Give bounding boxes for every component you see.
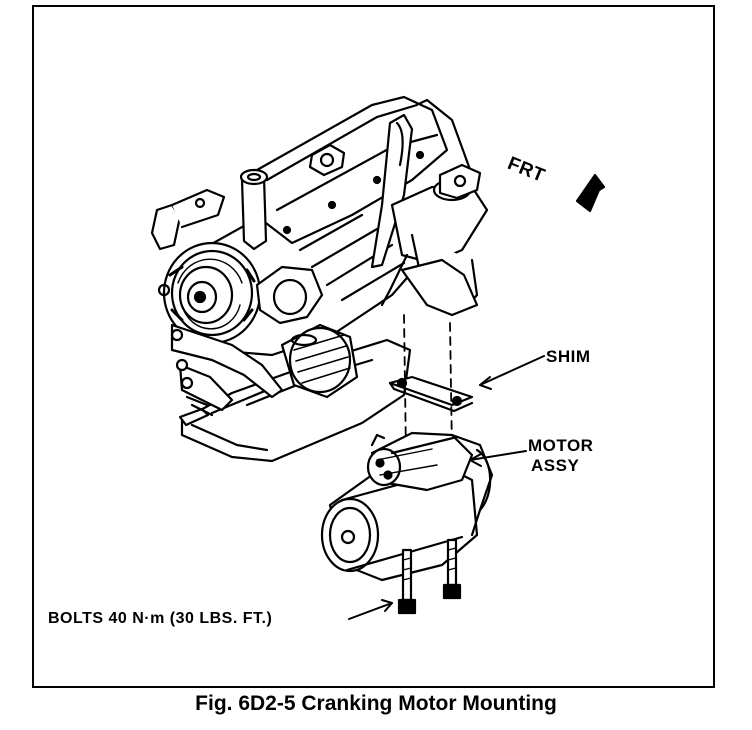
- oil-filter: [280, 323, 359, 399]
- motor-assy-label: MOTOR ASSY: [528, 436, 593, 476]
- leader-lines: [348, 355, 545, 620]
- front-brackets: [157, 283, 284, 417]
- crank-pulley: [162, 241, 324, 345]
- motor-label-line2: ASSY: [531, 456, 580, 475]
- bolts-torque-label: BOLTS 40 N·m (30 LBS. FT.): [48, 610, 273, 627]
- cranking-motor: [320, 431, 494, 582]
- motor-label-line1: MOTOR: [528, 436, 594, 455]
- figure-caption: Fig. 6D2-5 Cranking Motor Mounting: [195, 692, 557, 715]
- engine-illustration: [150, 95, 606, 620]
- front-direction-arrow: [575, 173, 606, 213]
- shim-label: SHIM: [546, 347, 591, 366]
- mounting-bolts: [397, 538, 462, 615]
